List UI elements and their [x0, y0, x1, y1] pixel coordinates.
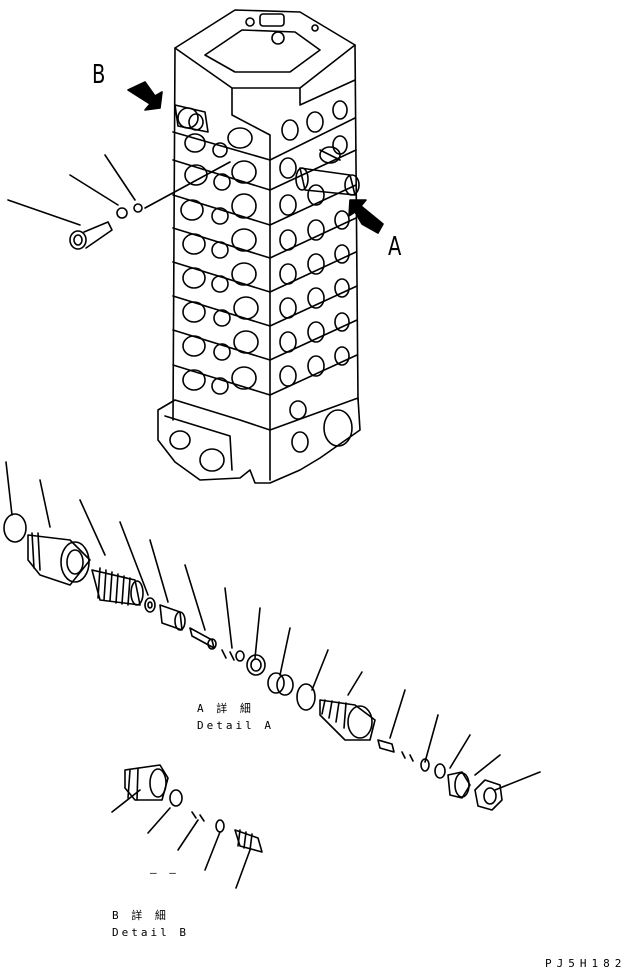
detail-b-parts	[111, 764, 263, 889]
side-bolt-assembly	[7, 154, 231, 250]
detail-a-parts	[3, 461, 541, 811]
control-valve-body	[157, 9, 361, 484]
label-view-b: B	[92, 60, 106, 90]
arrow-view-a	[348, 199, 384, 234]
detail-b-dash: – –	[150, 866, 179, 879]
detail-a-title-jp: A 詳 細	[197, 702, 254, 715]
detail-b-title-en: Detail B	[112, 926, 189, 939]
arrow-view-b	[127, 81, 163, 111]
drawing-code: PJ5H182	[545, 957, 626, 970]
detail-a-title-en: Detail A	[197, 719, 274, 732]
detail-b-title-jp: B 詳 細	[112, 909, 169, 922]
label-view-a: A	[388, 232, 402, 262]
